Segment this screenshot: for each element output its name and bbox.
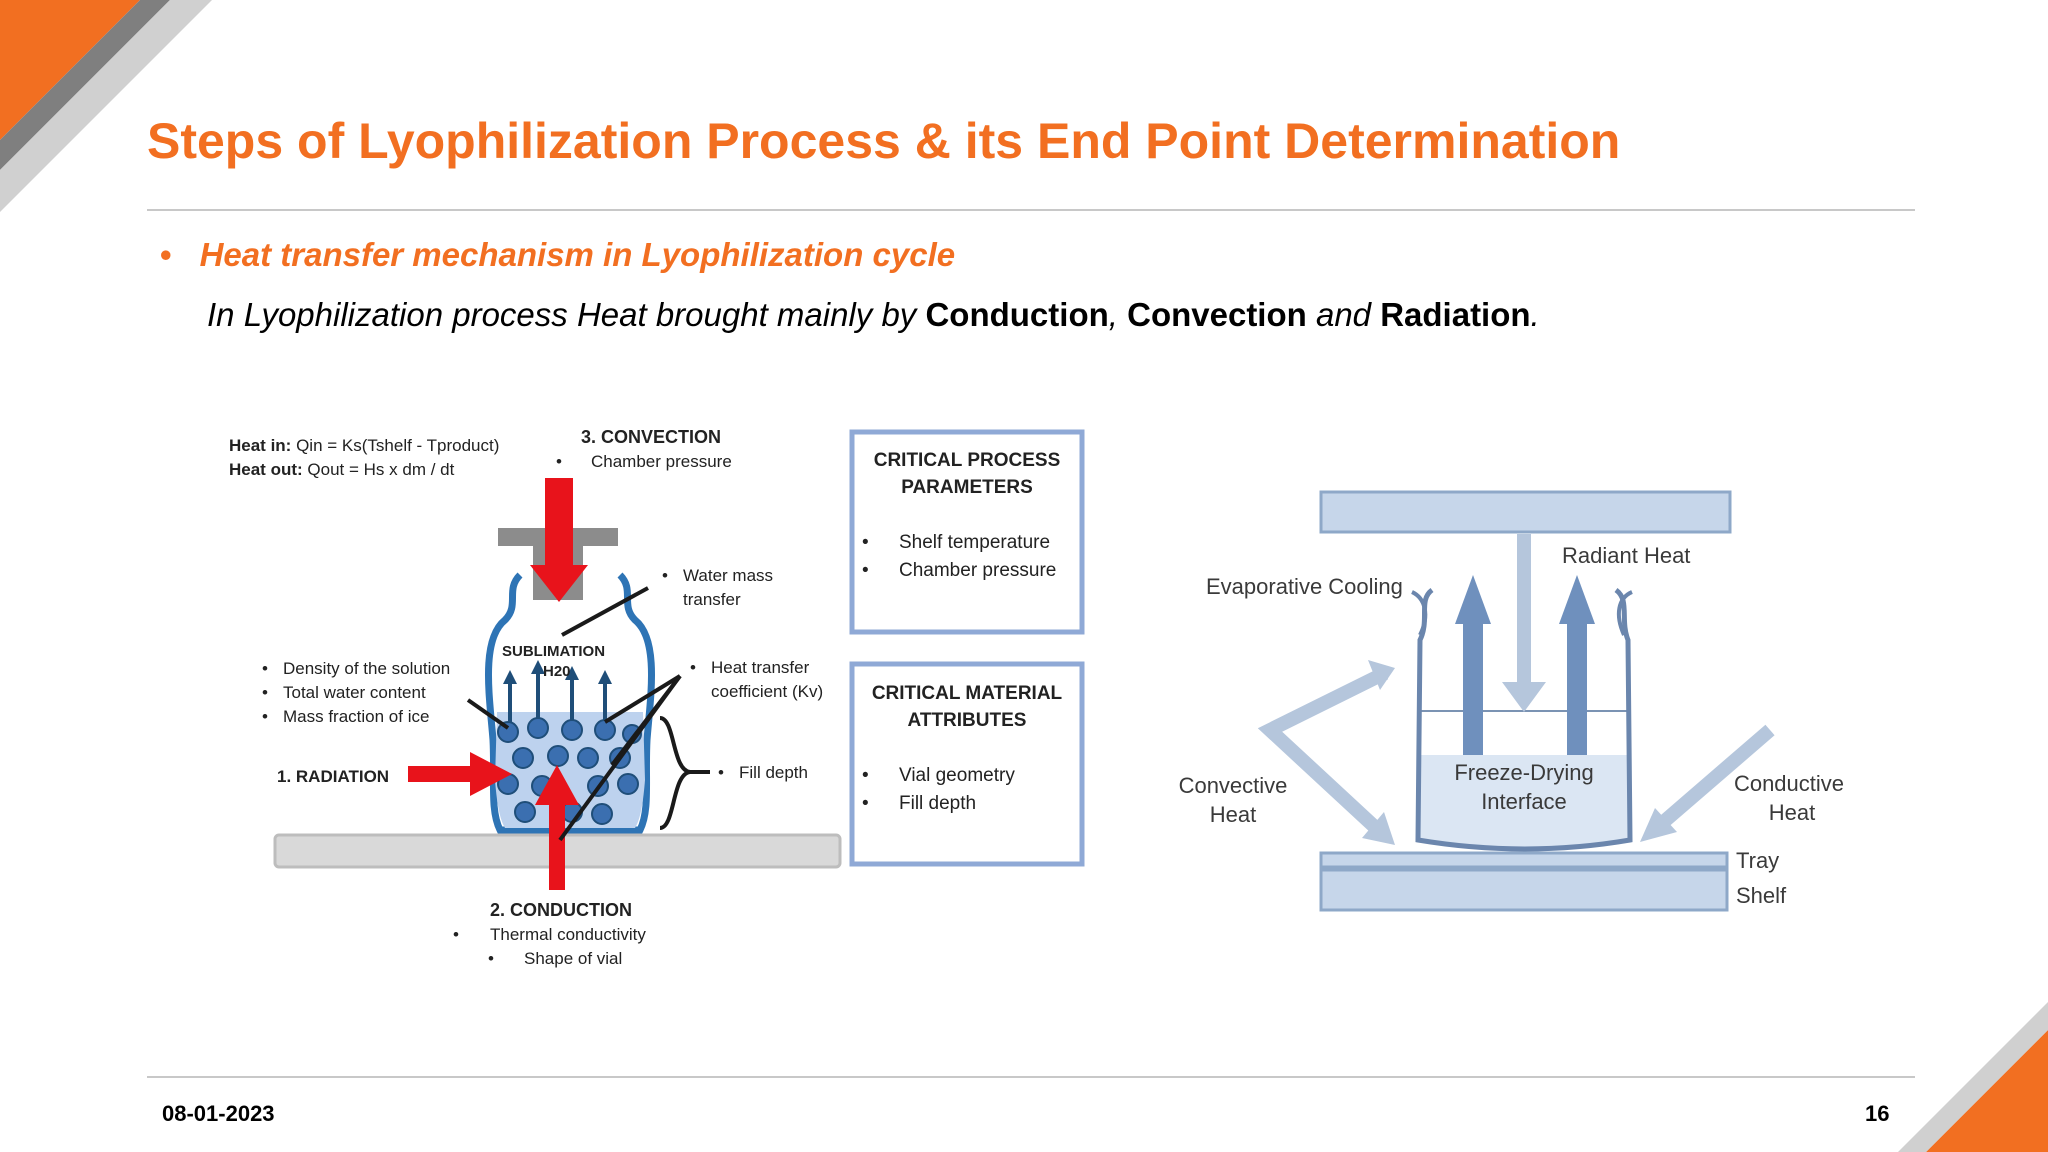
corner-decoration-top-left [0, 0, 212, 212]
convective-heat-label-2: Heat [1210, 802, 1256, 827]
vial-outline [485, 572, 655, 834]
subheading-text: Heat transfer mechanism in Lyophilizatio… [199, 236, 956, 273]
water-mass-bullet: • [662, 566, 668, 585]
material-item: Vial geometry [899, 765, 1015, 786]
process-bullet: • [862, 560, 869, 581]
solution-bullet: • [262, 659, 268, 678]
process-box-title-2: PARAMETERS [901, 477, 1033, 498]
convection-item: Chamber pressure [591, 452, 732, 471]
conduction-item: Thermal conductivity [490, 925, 646, 944]
vapor-up-arrow [1559, 575, 1595, 624]
term-conduction: Conduction [925, 296, 1109, 333]
heat-in-label: Heat in: Qin = Ks(Tshelf - Tproduct) [229, 436, 499, 455]
corner-decoration-bottom-right [1898, 1002, 2048, 1152]
pointer-lines [466, 586, 710, 842]
conduction-bullet: • [488, 949, 494, 968]
solution-bullet: • [262, 707, 268, 726]
solution-item: Mass fraction of ice [283, 707, 429, 726]
convective-arrow [1257, 666, 1389, 836]
body-separator: and [1306, 296, 1381, 333]
water-mass-line2: transfer [683, 590, 741, 609]
page-number: 16 [1865, 1101, 1890, 1126]
material-box-title-1: CRITICAL MATERIAL [872, 683, 1063, 704]
water-mass-line1: Water mass [683, 566, 773, 585]
body-text: In Lyophilization process Heat brought m… [207, 296, 1540, 334]
freeze-drying-diagram: Evaporative Cooling Radiant Heat Convect… [1179, 490, 1844, 912]
critical-process-box [849, 429, 1085, 635]
heat-transfer-bullet: • [690, 658, 696, 677]
process-box-title-1: CRITICAL PROCESS [874, 450, 1061, 471]
product-fill [1417, 755, 1629, 848]
interface-label-1: Freeze-Drying [1454, 760, 1593, 785]
solution-item: Total water content [283, 683, 426, 702]
fill-depth-label: Fill depth [739, 763, 808, 782]
sublimation-label: SUBLIMATION [502, 643, 605, 660]
conductive-heat-label-1: Conductive [1734, 771, 1844, 796]
tray [1319, 851, 1729, 869]
interface-label-2: Interface [1481, 789, 1567, 814]
sublimation-arrows [508, 672, 607, 722]
convective-heat-label-1: Convective [1179, 773, 1288, 798]
body-separator: , [1108, 296, 1128, 333]
radiation-label: 1. RADIATION [277, 767, 389, 786]
vapor-up-arrow [1455, 575, 1491, 624]
footer-date: 08-01-2023 [162, 1101, 275, 1126]
material-bullet: • [862, 793, 869, 814]
term-radiation: Radiation [1380, 296, 1531, 333]
bullet-marker: • [160, 236, 172, 273]
conductive-arrow [1655, 724, 1775, 831]
convection-title: 3. CONVECTION [581, 427, 721, 447]
convection-bullet: • [556, 452, 562, 471]
conduction-title: 2. CONDUCTION [490, 900, 632, 920]
body-prefix: In Lyophilization process Heat brought m… [207, 296, 926, 333]
tray-label: Tray [1736, 848, 1779, 873]
material-box-title-2: ATTRIBUTES [908, 710, 1027, 731]
fill-depth-bullet: • [718, 763, 724, 782]
heat-out-label: Heat out: Qout = Hs x dm / dt [229, 460, 455, 479]
solution-item: Density of the solution [283, 659, 450, 678]
heat-transfer-line1: Heat transfer [711, 658, 810, 677]
conductive-heat-label-2: Heat [1769, 800, 1815, 825]
slide-title: Steps of Lyophilization Process & its En… [147, 113, 1621, 169]
red-heat-arrows [408, 478, 588, 890]
process-item: Chamber pressure [899, 560, 1056, 581]
h2o-label: H20 [543, 663, 571, 680]
radiant-heat-label: Radiant Heat [1562, 543, 1690, 568]
radiation-arrow [470, 752, 512, 796]
radiant-down-arrow [1502, 682, 1546, 712]
critical-material-box [849, 661, 1085, 867]
convection-arrow [530, 565, 588, 602]
title-divider [147, 209, 1915, 211]
process-bullet: • [862, 532, 869, 553]
body-suffix: . [1530, 296, 1540, 333]
material-item: Fill depth [899, 793, 976, 814]
vial-liquid [495, 712, 645, 828]
term-convection: Convection [1127, 296, 1307, 333]
top-shelf [1319, 490, 1732, 534]
subheading: • Heat transfer mechanism in Lyophilizati… [160, 236, 955, 274]
process-item: Shelf temperature [899, 532, 1050, 553]
heat-transfer-line2: coefficient (Kv) [711, 682, 823, 701]
bottom-shelf [1319, 868, 1729, 912]
shelf-label: Shelf [1736, 883, 1787, 908]
footer-divider [147, 1076, 1915, 1078]
conduction-item: Shape of vial [524, 949, 622, 968]
conduction-arrow [535, 765, 579, 805]
material-bullet: • [862, 765, 869, 786]
evaporative-cooling-label: Evaporative Cooling [1206, 574, 1403, 599]
conduction-bullet: • [453, 925, 459, 944]
solution-bullet: • [262, 683, 268, 702]
